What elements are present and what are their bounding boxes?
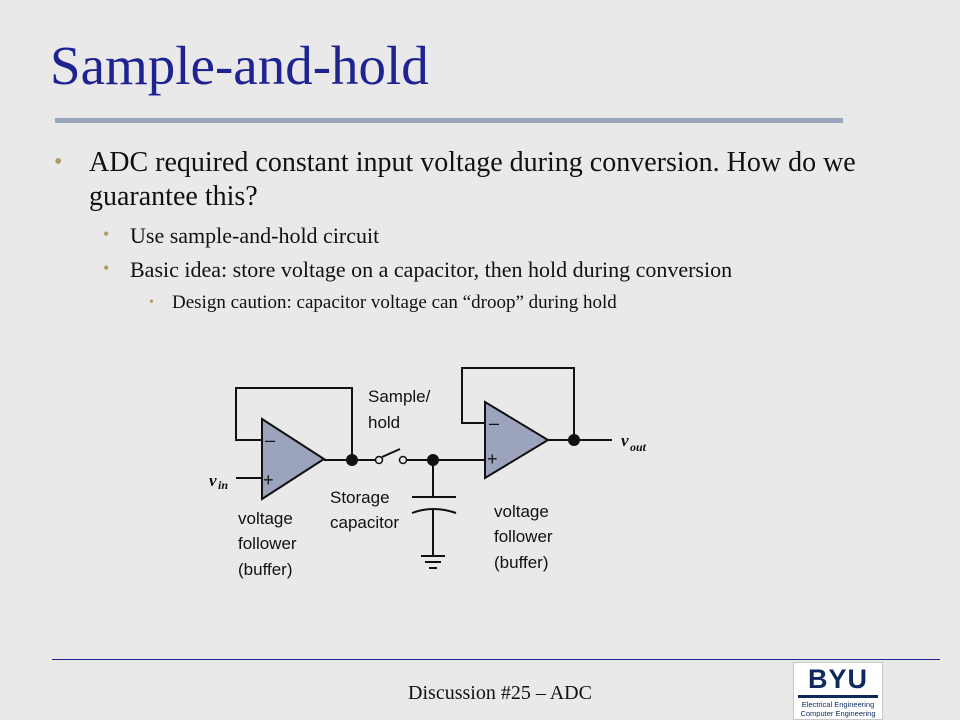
left-follower-label: voltage — [238, 509, 293, 528]
switch-contact — [374, 455, 384, 465]
junction-node — [427, 454, 439, 466]
vin-label: v — [209, 471, 217, 490]
bullet-marker: • — [54, 149, 63, 175]
junction-node — [346, 454, 358, 466]
sample-hold-label: hold — [368, 413, 400, 432]
left-opamp-minus-sign: – — [265, 430, 275, 450]
footer-divider — [52, 659, 940, 660]
bullet-level2-item: Use sample-and-hold circuit — [130, 223, 380, 248]
bullet-level2-item: Basic idea: store voltage on a capacitor… — [130, 257, 733, 282]
right-opamp — [484, 400, 550, 480]
bullet-marker: • — [103, 224, 110, 244]
switch-contact — [398, 455, 408, 465]
right-follower-label: (buffer) — [494, 553, 549, 572]
vin-subscript: in — [218, 478, 228, 492]
left-opamp — [261, 417, 326, 501]
bullet-marker: • — [149, 295, 154, 310]
slide-title: Sample-and-hold — [50, 35, 429, 96]
storage-capacitor-label: capacitor — [330, 513, 399, 532]
storage-capacitor-label: Storage — [330, 488, 390, 507]
logo-wordmark: BYU — [807, 664, 868, 694]
bullet-level1: ADC required constant input voltage duri… — [89, 147, 856, 212]
right-opamp-plus-sign: + — [487, 449, 498, 469]
byu-logo: BYU Electrical Engineering Computer Engi… — [793, 662, 883, 720]
vout-subscript: out — [630, 440, 647, 454]
logo-bar — [798, 695, 878, 698]
left-follower-label: follower — [238, 534, 297, 553]
left-follower-label: (buffer) — [238, 560, 293, 579]
junction-node — [568, 434, 580, 446]
footer-text: Discussion #25 – ADC — [408, 682, 592, 704]
bullet-level3: Design caution: capacitor voltage can “d… — [172, 292, 617, 313]
vout-label: v — [621, 431, 629, 450]
right-follower-label: voltage — [494, 502, 549, 521]
logo-subtitle: Computer Engineering — [800, 709, 876, 718]
title-underline — [55, 118, 843, 123]
logo-subtitle: Electrical Engineering — [801, 700, 875, 709]
sample-hold-label: Sample/ — [368, 387, 431, 406]
right-opamp-minus-sign: – — [489, 413, 499, 433]
circuit-wires — [235, 367, 612, 569]
right-follower-label: follower — [494, 527, 553, 546]
bullet-marker: • — [103, 258, 110, 278]
left-opamp-plus-sign: + — [263, 470, 274, 490]
